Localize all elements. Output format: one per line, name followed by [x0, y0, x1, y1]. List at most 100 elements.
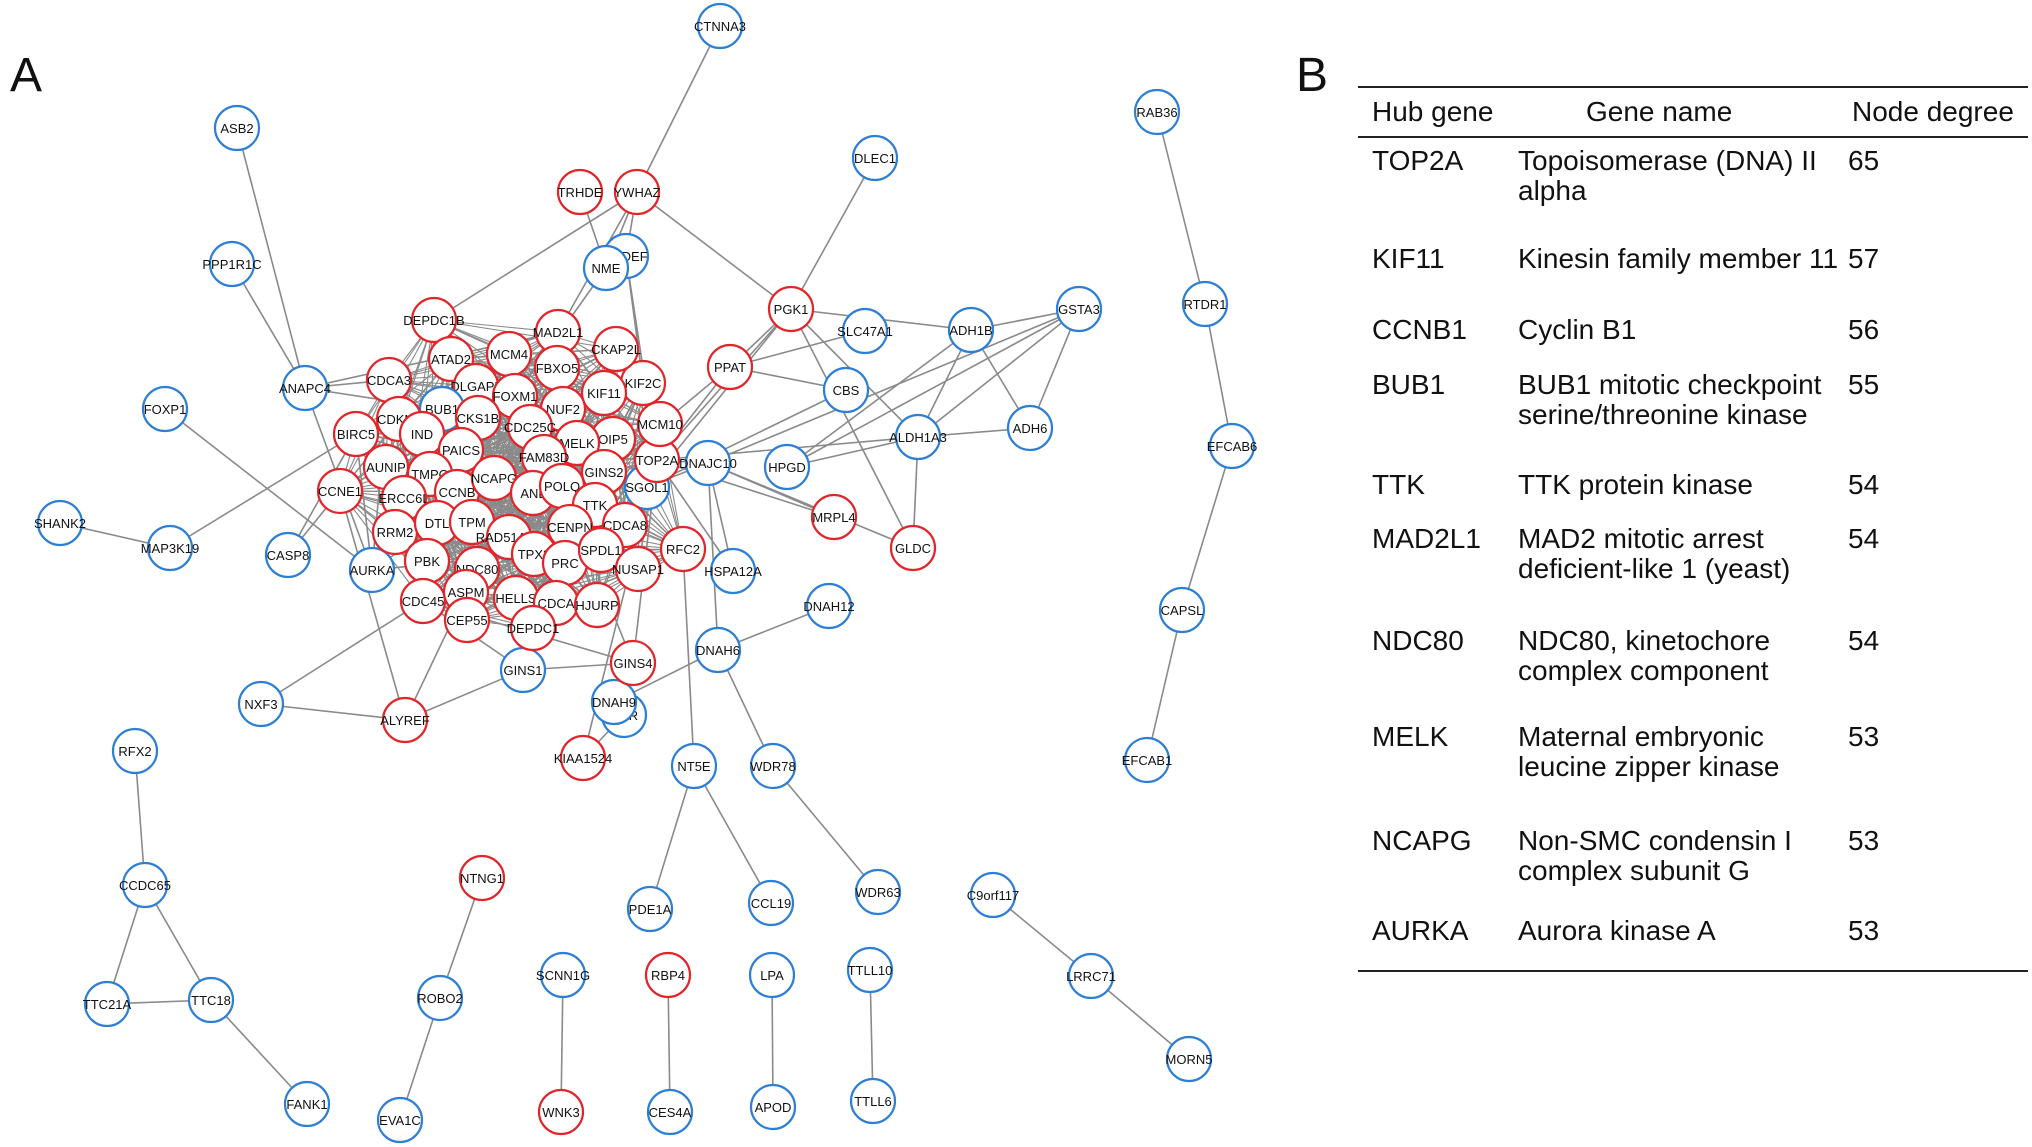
gene-node-label: CCNE1: [318, 484, 362, 499]
gene-node: SHANK2: [34, 499, 86, 547]
gene-node: CES4A: [646, 1088, 694, 1136]
gene-node-label: CASP8: [267, 548, 310, 563]
gene-node: ADH1B: [947, 306, 995, 354]
gene-node-circle: [696, 2, 744, 50]
gene-node-label: CES4A: [649, 1105, 692, 1120]
gene-node: IND: [398, 410, 446, 458]
gene-node: GLDC: [889, 524, 937, 572]
gene-node: YWHAZ: [613, 168, 661, 216]
node-degree-cell: 54: [1848, 625, 1880, 656]
gene-node-label: DNAH12: [803, 599, 854, 614]
gene-node-label: EFCAB1: [1122, 753, 1173, 768]
gene-node-label: ASB2: [220, 121, 253, 136]
gene-node: CASP8: [264, 531, 312, 579]
gene-node-circle: [111, 727, 159, 775]
gene-node-label: SCNN1G: [536, 968, 590, 983]
gene-node-label: DNAH9: [592, 695, 636, 710]
gene-node-circle: [646, 1088, 694, 1136]
gene-node-circle: [1208, 422, 1256, 470]
gene-node: DNAJC10: [679, 439, 737, 487]
gene-node-label: HSPA12A: [704, 564, 762, 579]
gene-name-cell: Maternal embryonic leucine zipper kinase: [1518, 721, 1780, 782]
gene-node-label: DLGAP5: [450, 379, 501, 394]
gene-node-label: NCAPG: [471, 471, 517, 486]
gene-node-circle: [626, 885, 674, 933]
gene-node-label: MELK: [559, 436, 595, 451]
node-layer: CTNNA3ASB2PPP1R1CFOXP1SHANK2MAP3K19ANAPC…: [34, 2, 1257, 1144]
gene-node-label: NME: [592, 261, 621, 276]
gene-node: EFCAB1: [1122, 736, 1173, 784]
gene-node: NXF3: [237, 680, 285, 728]
gene-node: SCNN1G: [536, 951, 590, 999]
network-edge: [636, 191, 792, 310]
network-edge: [917, 308, 1080, 438]
hub-gene-cell: MAD2L1: [1372, 523, 1481, 554]
cluster-edge: [385, 319, 435, 468]
gene-node-circle: [376, 1096, 424, 1144]
gene-node-label: CDCA3: [367, 373, 411, 388]
gene-node-circle: [810, 493, 858, 541]
gene-node-label: DEPDC1B: [403, 313, 464, 328]
gene-name-cell: BUB1 mitotic checkpoint serine/threonine…: [1518, 369, 1822, 430]
gene-node-label: PPAT: [714, 360, 746, 375]
gene-node-circle: [410, 296, 458, 344]
gene-node-circle: [706, 343, 754, 391]
gene-node-circle: [1067, 952, 1115, 1000]
gene-node: RFX2: [111, 727, 159, 775]
gene-node-label: GINS4: [613, 656, 652, 671]
gene-node: EVA1C: [376, 1096, 424, 1144]
gene-node: TPM: [448, 498, 496, 546]
hub-gene-cell: TOP2A: [1372, 145, 1464, 176]
gene-node: TTLL6: [849, 1077, 897, 1125]
gene-node: ASB2: [213, 104, 261, 152]
gene-node: SPDL1: [577, 526, 625, 574]
network-edge: [786, 308, 1080, 468]
gene-node: DNAH9: [590, 678, 638, 726]
gene-node-label: BUB1: [425, 402, 459, 417]
gene-node: WDR78: [749, 742, 797, 790]
gene-node: HPGD: [763, 443, 811, 491]
node-degree-cell: 53: [1848, 915, 1880, 946]
gene-node: NME: [582, 244, 630, 292]
gene-node: MAD2L1: [533, 308, 583, 356]
network-edge: [1156, 111, 1206, 305]
gene-node-circle: [1006, 404, 1054, 452]
gene-node: NTNG1: [458, 854, 506, 902]
gene-node-label: DTL: [425, 516, 450, 531]
gene-node-label: MORN5: [1166, 1052, 1213, 1067]
gene-node-label: NUSAP1: [612, 562, 664, 577]
gene-node-circle: [613, 168, 661, 216]
gene-node-label: ASPM: [448, 585, 485, 600]
header-gene-name: Gene name: [1586, 96, 1733, 127]
gene-node: NT5E: [670, 742, 718, 790]
gene-node-circle: [805, 582, 853, 630]
gene-node-circle: [582, 244, 630, 292]
gene-node-label: PAICS: [442, 443, 480, 458]
gene-node-label: FBXO5: [536, 361, 579, 376]
gene-node-label: PPP1R1C: [202, 257, 261, 272]
gene-node: AURKA: [348, 546, 396, 594]
gene-node: BIRC5: [332, 410, 380, 458]
gene-node: WDR63: [854, 868, 902, 916]
gene-node: MCM4: [485, 330, 533, 378]
gene-node-label: ANAPC4: [279, 381, 331, 396]
gene-node-circle: [670, 742, 718, 790]
table-top-rule: [1358, 86, 2028, 88]
gene-node-label: TPM: [458, 515, 485, 530]
gene-node-label: CDCA8: [603, 518, 647, 533]
panel-a-label: A: [10, 49, 43, 102]
gene-node-circle: [458, 854, 506, 902]
gene-node-label: PGK1: [774, 302, 809, 317]
gene-node-label: ROBO2: [417, 991, 463, 1006]
gene-node: CCL19: [747, 879, 795, 927]
gene-node: PDE1A: [626, 885, 674, 933]
gene-node-label: CDCA: [538, 596, 575, 611]
gene-node-label: WDR78: [750, 759, 796, 774]
gene-name-cell: Cyclin B1: [1518, 314, 1637, 345]
gene-name-cell: NDC80, kinetochore complex component: [1518, 625, 1771, 686]
gene-node-label: TOP2A: [636, 453, 679, 468]
gene-node: CCDC65: [119, 861, 171, 909]
gene-node: DNAH6: [694, 626, 742, 674]
network-edge: [707, 462, 719, 651]
node-degree-cell: 54: [1848, 523, 1880, 554]
